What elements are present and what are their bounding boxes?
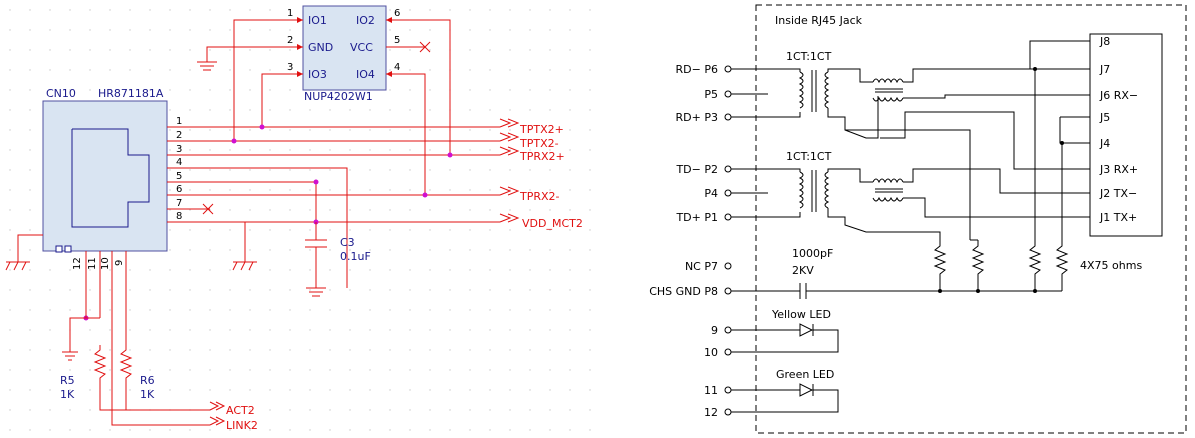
net-link2: LINK2	[226, 419, 258, 432]
net-act2: ACT2	[226, 404, 255, 417]
connector-part: HR871181A	[98, 87, 164, 100]
net-tptx-minus: TPTX2-	[519, 137, 559, 150]
ic-label-gnd: GND	[308, 41, 333, 54]
r6-value: 1K	[140, 388, 155, 401]
pin-p4: P4	[704, 187, 718, 200]
pin-j8: J8	[1099, 35, 1110, 48]
pin-j1: J1 TX+	[1099, 211, 1137, 224]
yellow-led-label: Yellow LED	[771, 308, 831, 321]
cn-pin-8: 8	[176, 211, 182, 222]
ic-pin-1: 1	[287, 8, 293, 19]
ic-label-io2: IO2	[356, 14, 375, 27]
pin-12: 12	[704, 406, 718, 419]
connector-bottom-pins	[62, 251, 226, 426]
cn-pin-5: 5	[176, 171, 182, 182]
rj45-internal: Inside RJ45 Jack	[649, 4, 1187, 434]
cn-pin-9: 9	[114, 260, 125, 266]
ic-label-io4: IO4	[356, 68, 375, 81]
ground-symbols	[5, 234, 257, 271]
ic-pin-6: 6	[394, 8, 400, 19]
ic-routing	[233, 19, 451, 195]
resistor-label: 4X75 ohms	[1080, 259, 1142, 272]
ic-pin-4: 4	[394, 62, 400, 73]
transformer-bottom-ratio: 1CT:1CT	[786, 150, 832, 163]
net-tptx-plus: TPTX2+	[519, 123, 564, 136]
pin-11: 11	[704, 384, 718, 397]
pin-rd-minus: RD− P6	[676, 63, 718, 76]
c3-ref: C3	[340, 236, 355, 249]
cap-value: 1000pF	[792, 247, 833, 260]
ic-part-number: NUP4202W1	[304, 90, 373, 103]
pin-td-plus: TD+ P1	[675, 211, 718, 224]
cn-pin-3: 3	[176, 144, 182, 155]
cn-pin-6: 6	[176, 184, 182, 195]
pin-9: 9	[711, 324, 718, 337]
cn-pin-7: 7	[176, 198, 182, 209]
net-vdd: VDD_MCT2	[522, 217, 583, 230]
ic-pin-5: 5	[394, 35, 400, 46]
rj45-connector: CN10 HR871181A	[42, 87, 168, 253]
pin-j2: J2 TX−	[1099, 187, 1137, 200]
connector-ref: CN10	[46, 87, 76, 100]
pin-nc-p7: NC P7	[685, 260, 718, 273]
ic-ground-symbol	[197, 46, 285, 71]
pin7-no-connect	[202, 203, 214, 215]
pin-j6: J6 RX−	[1099, 89, 1138, 102]
pin-j3: J3 RX+	[1099, 163, 1138, 176]
pin-j7: J7	[1099, 63, 1110, 76]
cn-pin-10: 10	[100, 257, 111, 270]
net-tprx-minus: TPRX2-	[519, 190, 560, 203]
r5-ref: R5	[60, 374, 75, 387]
cn-pin-12: 12	[72, 257, 83, 270]
r6-ref: R6	[140, 374, 155, 387]
jack-title: Inside RJ45 Jack	[775, 14, 863, 27]
pin-j5: J5	[1099, 111, 1110, 124]
c3-value: 0.1uF	[340, 250, 371, 263]
transformer-top-ratio: 1CT:1CT	[786, 50, 832, 63]
net-tprx-plus: TPRX2+	[519, 150, 565, 163]
ic-label-io3: IO3	[308, 68, 327, 81]
pin-p5: P5	[704, 88, 718, 101]
esd-ic: 1 2 3 6 5 4 IO1 GND IO3 IO2 VCC IO4 NUP4…	[285, 5, 431, 103]
pin-td-minus: TD− P2	[675, 163, 718, 176]
ic-pin-2: 2	[287, 35, 293, 46]
pin-rd-plus: RD+ P3	[676, 111, 718, 124]
ic-label-io1: IO1	[308, 14, 327, 27]
pin-chs-gnd: CHS GND P8	[649, 285, 718, 298]
pin-10: 10	[704, 346, 718, 359]
net-arrows	[425, 118, 520, 223]
cap-voltage: 2KV	[792, 264, 814, 277]
connector-pin-numbers: 1 2 3 4 5 6 7 8	[176, 116, 182, 222]
capacitor-c3	[305, 222, 327, 297]
cn-pin-1: 1	[176, 116, 182, 127]
r5-value: 1K	[60, 388, 75, 401]
cn-pin-11: 11	[87, 257, 98, 270]
green-led-label: Green LED	[776, 368, 834, 381]
cn-pin-2: 2	[176, 130, 182, 141]
pin-j4: J4	[1099, 137, 1110, 150]
cn-pin-4: 4	[176, 157, 182, 168]
ic-pin-3: 3	[287, 62, 293, 73]
ic-label-vcc: VCC	[350, 41, 373, 54]
